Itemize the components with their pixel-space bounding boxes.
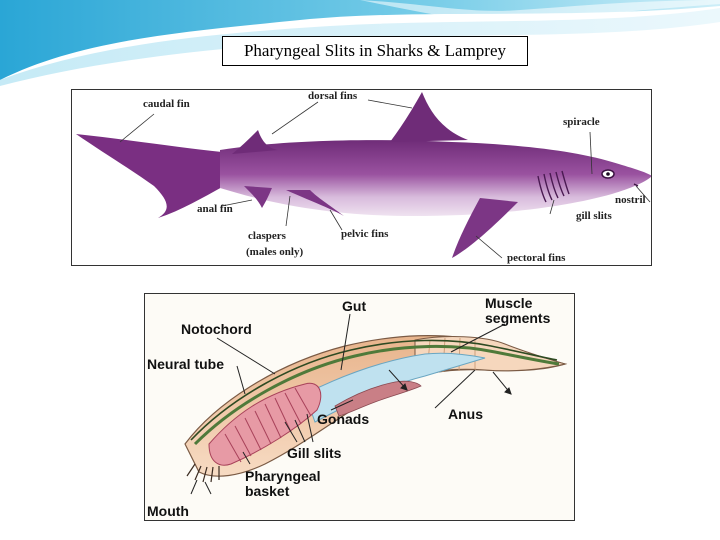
slide-title-box: Pharyngeal Slits in Sharks & Lamprey	[222, 36, 528, 66]
label-caudal-fin: caudal fin	[143, 98, 190, 110]
lamprey-mouth	[186, 463, 220, 483]
label-muscle-segments-line1: Muscle	[485, 295, 533, 311]
header-wave-decoration	[0, 0, 720, 86]
shark-second-dorsal-fin	[232, 130, 278, 154]
label-notochord: Notochord	[181, 321, 252, 337]
shark-first-dorsal-fin	[390, 92, 468, 142]
shark-body	[220, 140, 651, 216]
shark-anal-fin	[244, 186, 272, 208]
label-pectoral-fins: pectoral fins	[507, 252, 566, 264]
lamprey-neural-tube	[190, 339, 558, 441]
shark-pectoral-fin	[452, 198, 518, 258]
lamprey-illustration	[184, 313, 568, 495]
shark-caudal-fin	[76, 134, 224, 218]
label-neural-tube: Neural tube	[147, 356, 225, 372]
label-gill-slits: gill slits	[576, 210, 612, 222]
label-spiracle: spiracle	[563, 116, 600, 128]
lamprey-notochord	[193, 344, 560, 446]
label-claspers: claspers	[248, 230, 286, 242]
shark-gill-slits	[537, 170, 570, 203]
label-gill-slits: Gill slits	[287, 445, 342, 461]
label-claspers-note: (males only)	[246, 246, 304, 258]
shark-diagram: caudal fin dorsal fins spiracle nostril …	[71, 89, 652, 266]
slide-title: Pharyngeal Slits in Sharks & Lamprey	[243, 41, 507, 60]
label-pelvic-fins: pelvic fins	[341, 228, 389, 240]
shark-pelvic-fin	[286, 190, 344, 216]
shark-illustration	[76, 92, 651, 259]
lamprey-pharyngeal-basket	[208, 382, 322, 466]
label-dorsal-fins: dorsal fins	[308, 90, 358, 102]
lamprey-gonads	[334, 380, 422, 417]
label-anus: Anus	[448, 406, 483, 422]
lamprey-diagram: Gut Muscle segments Notochord Neural tub…	[144, 293, 575, 521]
label-nostril: nostril	[615, 194, 646, 206]
label-gonads: Gonads	[317, 411, 370, 427]
label-muscle-segments-line2: segments	[485, 310, 551, 326]
label-anal-fin: anal fin	[197, 203, 233, 215]
label-gut: Gut	[342, 298, 367, 314]
label-pharyngeal-basket-line2: basket	[245, 483, 290, 499]
label-mouth: Mouth	[147, 503, 189, 519]
label-pharyngeal-basket-line1: Pharyngeal	[245, 468, 321, 484]
